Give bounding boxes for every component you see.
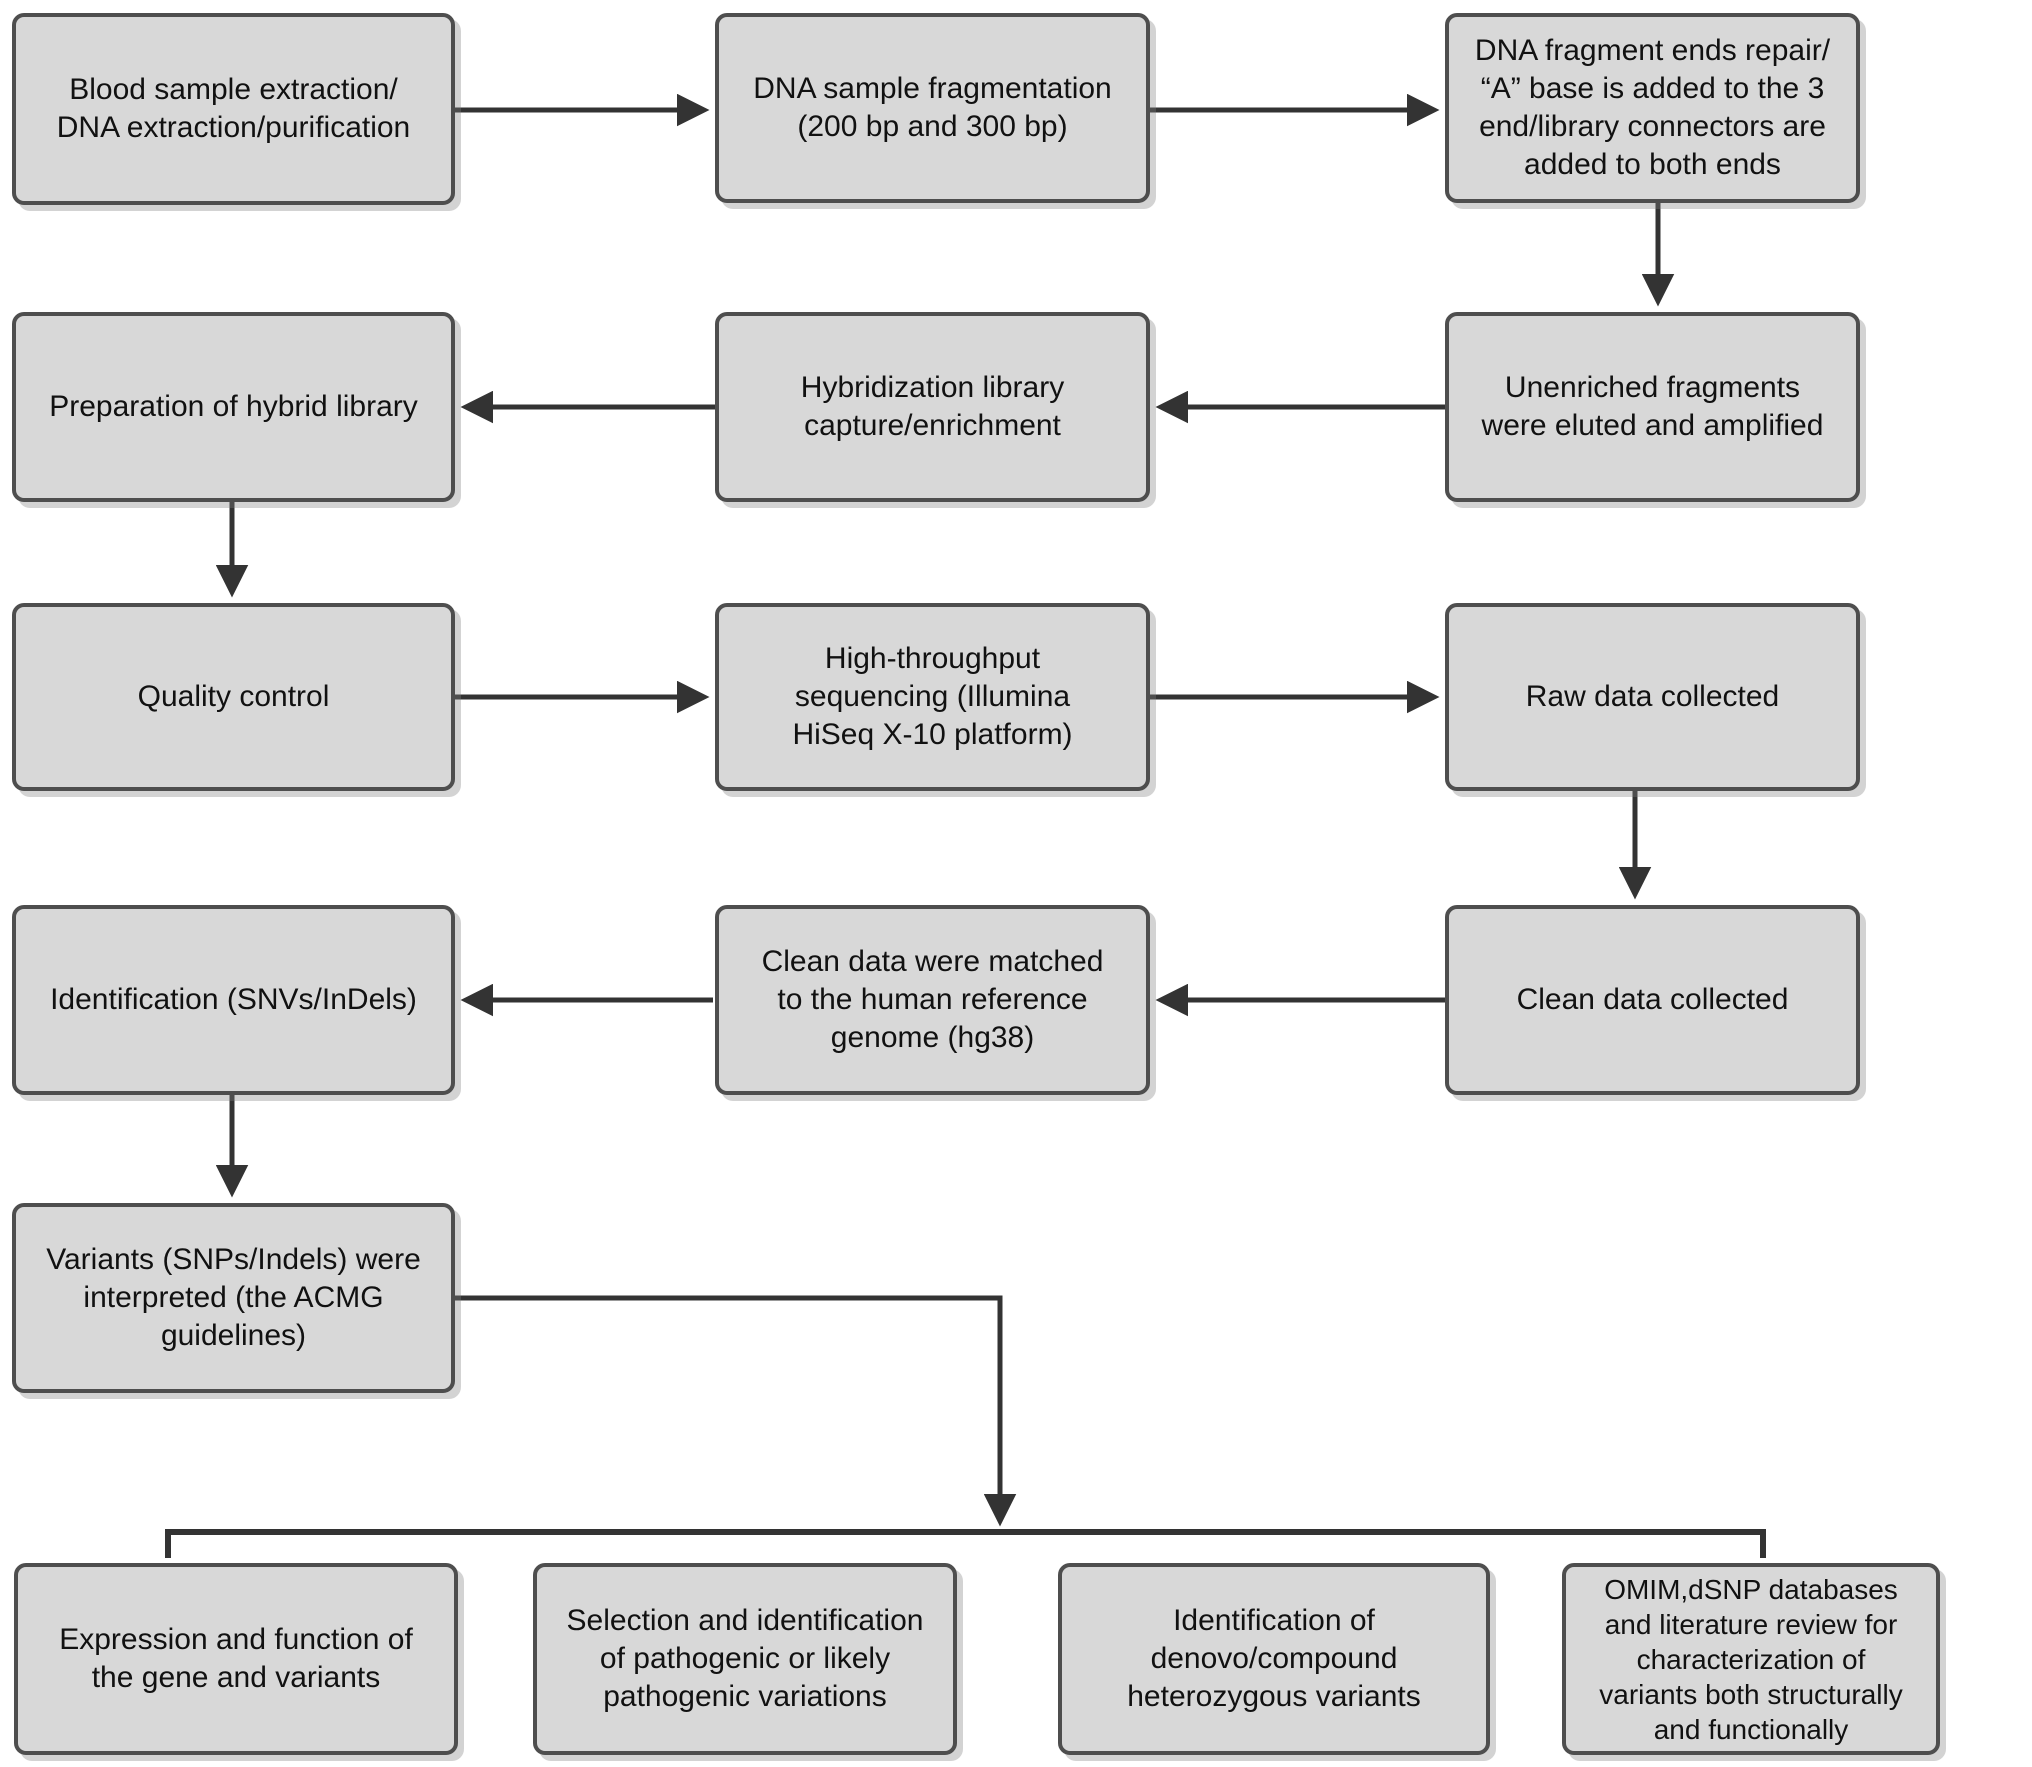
node-label: DNA fragment ends repair/ “A” base is ad… (1474, 33, 1831, 182)
node-expression-function: Expression and function of the gene and … (14, 1563, 458, 1755)
node-omim-dsnp-review: OMIM,dSNP databases and literature revie… (1562, 1563, 1940, 1755)
node-blood-sample-extraction: Blood sample extraction/ DNA extraction/… (12, 13, 455, 205)
node-quality-control: Quality control (12, 603, 455, 791)
node-label: Quality control (137, 679, 330, 713)
node-clean-data-collected: Clean data collected (1445, 905, 1860, 1095)
node-label: Identification (SNVs/InDels) (50, 982, 417, 1016)
node-selection-pathogenic: Selection and identification of pathogen… (533, 1563, 957, 1755)
node-high-throughput-sequencing: High-throughput sequencing (Illumina HiS… (715, 603, 1150, 791)
node-label: Clean data collected (1516, 982, 1789, 1016)
node-hybridization-capture: Hybridization library capture/enrichment (715, 312, 1150, 502)
node-fragment-ends-repair: DNA fragment ends repair/ “A” base is ad… (1445, 13, 1860, 203)
node-unenriched-fragments: Unenriched fragments were eluted and amp… (1445, 312, 1860, 502)
node-label: High-throughput sequencing (Illumina HiS… (792, 641, 1073, 752)
node-preparation-hybrid-library: Preparation of hybrid library (12, 312, 455, 502)
node-raw-data-collected: Raw data collected (1445, 603, 1860, 791)
node-label: Expression and function of the gene and … (59, 1622, 413, 1694)
node-label: Selection and identification of pathogen… (566, 1603, 924, 1714)
node-identification-snvs-indels: Identification (SNVs/InDels) (12, 905, 455, 1095)
node-dna-sample-fragmentation: DNA sample fragmentation (200 bp and 300… (715, 13, 1150, 203)
node-variants-interpreted: Variants (SNPs/Indels) were interpreted … (12, 1203, 455, 1393)
node-label: OMIM,dSNP databases and literature revie… (1599, 1573, 1903, 1745)
edge-branch-distribution-line (165, 1529, 1766, 1558)
node-clean-data-matched: Clean data were matched to the human ref… (715, 905, 1150, 1095)
edge-variants-to-branch (455, 1295, 1017, 1527)
node-label: Preparation of hybrid library (49, 389, 418, 423)
node-label: Raw data collected (1525, 679, 1780, 713)
node-label: Hybridization library capture/enrichment (800, 370, 1065, 442)
node-label: Unenriched fragments were eluted and amp… (1481, 370, 1824, 442)
node-label: DNA sample fragmentation (200 bp and 300… (753, 71, 1112, 143)
node-label: Clean data were matched to the human ref… (761, 944, 1104, 1055)
node-label: Identification of denovo/compound hetero… (1127, 1603, 1421, 1714)
node-label: Variants (SNPs/Indels) were interpreted … (46, 1242, 421, 1353)
node-label: Blood sample extraction/ DNA extraction/… (56, 72, 411, 144)
node-denovo-compound: Identification of denovo/compound hetero… (1058, 1563, 1490, 1755)
